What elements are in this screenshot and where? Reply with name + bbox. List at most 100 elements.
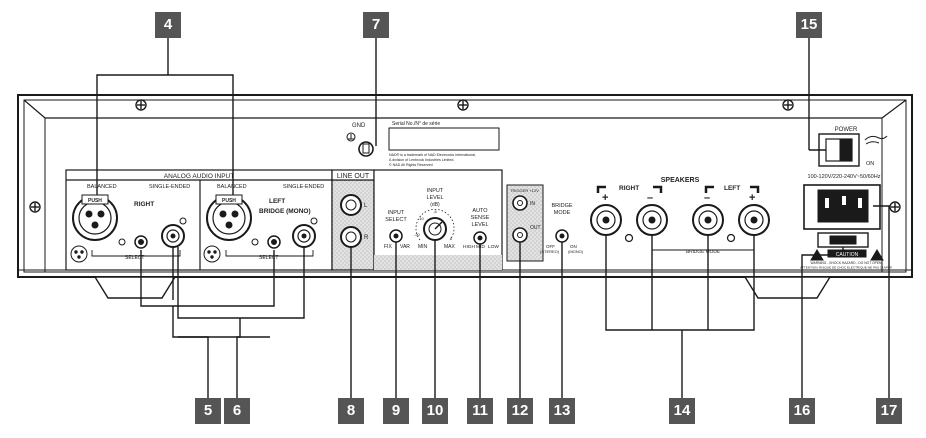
speakers-right-label: RIGHT bbox=[619, 185, 639, 192]
callout-11: 11 bbox=[467, 398, 493, 424]
leader-lines bbox=[96, 30, 890, 398]
input-level-title-2: LEVEL bbox=[426, 195, 443, 201]
caution-title: CAUTION bbox=[836, 252, 859, 258]
auto-sense-title-1: AUTO bbox=[472, 208, 488, 214]
gnd-label: GND bbox=[352, 123, 366, 129]
pin-diagram-icons bbox=[70, 245, 221, 263]
trigger-out: OUT bbox=[530, 225, 541, 231]
speaker-right-minus: – bbox=[647, 192, 653, 204]
input-select-title-2: SELECT bbox=[385, 217, 407, 223]
input-select-var: VAR bbox=[400, 244, 410, 250]
callout-7: 7 bbox=[363, 12, 389, 38]
speaker-right-plus: + bbox=[602, 192, 608, 204]
callout-6: 6 bbox=[224, 398, 250, 424]
callout-17: 17 bbox=[876, 398, 902, 424]
left-channel-label: LEFT bbox=[269, 198, 285, 205]
bridge-mode-switch bbox=[555, 229, 569, 243]
select-right-label: SELECT bbox=[125, 255, 144, 261]
legal-line-3: © NAD All Rights Reserved bbox=[389, 163, 433, 167]
input-select-title-1: INPUT bbox=[388, 210, 405, 216]
caution-warning: WARNING - SHOCK HAZARD - DO NOT OPEN bbox=[811, 261, 883, 265]
auto-sense-title-2: SENSE bbox=[471, 215, 490, 221]
balanced-right-label: BALANCED bbox=[87, 184, 117, 190]
callout-4: 4 bbox=[155, 12, 181, 38]
nad-logo-icon bbox=[864, 135, 888, 145]
ground-terminal bbox=[346, 132, 374, 157]
power-title: POWER bbox=[835, 127, 858, 133]
speaker-brackets bbox=[596, 185, 760, 193]
legal-line-2: A division of Lenbrook Industries Limite… bbox=[389, 158, 454, 162]
right-channel-label: RIGHT bbox=[134, 201, 154, 208]
single-ended-left-label: SINGLE-ENDED bbox=[283, 184, 324, 190]
fuse-holder bbox=[817, 232, 869, 248]
select-switches bbox=[118, 235, 281, 249]
callout-9: 9 bbox=[383, 398, 409, 424]
callout-12: 12 bbox=[507, 398, 533, 424]
callout-5: 5 bbox=[195, 398, 221, 424]
input-level-min: MIN bbox=[418, 244, 428, 250]
bridge-mode-on: ON bbox=[570, 244, 577, 249]
callout-16: 16 bbox=[789, 398, 815, 424]
serial-label-box bbox=[388, 127, 500, 151]
input-level-max: MAX bbox=[444, 244, 456, 250]
single-ended-right-label: SINGLE-ENDED bbox=[149, 184, 190, 190]
iec-power-inlet bbox=[803, 184, 881, 230]
input-level-tick-4: 0 bbox=[450, 236, 453, 241]
input-level-title-3: (dB) bbox=[430, 202, 440, 208]
bridge-mode-off: OFF bbox=[546, 244, 555, 249]
trigger-panel bbox=[506, 184, 544, 262]
screw-icons bbox=[29, 99, 901, 213]
line-out-panel bbox=[331, 169, 375, 271]
callout-13: 13 bbox=[549, 398, 575, 424]
auto-sense-title-3: LEVEL bbox=[471, 222, 488, 228]
auto-sense-high: HIGH bbox=[463, 244, 476, 250]
bridge-mode-title-2: MODE bbox=[554, 210, 571, 216]
callout-10: 10 bbox=[422, 398, 448, 424]
select-brackets bbox=[91, 250, 314, 257]
auto-sense-mid: MID bbox=[476, 244, 485, 250]
bridge-mode-speaker-label: BRIDGE MODE bbox=[686, 249, 720, 255]
speakers-title: SPEAKERS bbox=[661, 177, 700, 184]
callout-14: 14 bbox=[669, 398, 695, 424]
panel-labels: GND Serial No./N° de série NAD® is a tra… bbox=[87, 121, 893, 270]
legal-line-1: NAD® is a trademark of NAD Electronics I… bbox=[389, 153, 476, 157]
input-level-title-1: INPUT bbox=[427, 188, 444, 194]
bridge-mode-title-1: BRIDGE bbox=[551, 203, 572, 209]
input-level-tick-3: -20 bbox=[414, 232, 421, 237]
speaker-terminals bbox=[590, 204, 770, 243]
serial-number-label: Serial No./N° de série bbox=[392, 121, 440, 127]
controls-panel bbox=[373, 169, 503, 271]
trigger-title: TRIGGER +12V bbox=[510, 188, 539, 193]
xlr-left-connector bbox=[206, 194, 252, 241]
callout-15: 15 bbox=[796, 12, 822, 38]
input-level-tick-2: -10 bbox=[418, 216, 425, 221]
warning-icons bbox=[810, 249, 884, 261]
bridge-mono-label: BRIDGE (MONO) bbox=[259, 208, 311, 215]
line-out-l-label: L bbox=[364, 203, 368, 209]
push-right-label: PUSH bbox=[88, 198, 102, 204]
line-out-r-label: R bbox=[364, 235, 369, 241]
chassis-feet bbox=[93, 276, 832, 299]
power-switch bbox=[818, 133, 860, 167]
trigger-in: IN bbox=[530, 201, 535, 207]
callout-8: 8 bbox=[338, 398, 364, 424]
xlr-right-connector bbox=[72, 194, 118, 241]
input-select-fix: FIX bbox=[384, 244, 392, 250]
voltage-label: 100-120V/220-240V~50/60Hz bbox=[808, 174, 881, 180]
bridge-mode-bracket bbox=[651, 238, 755, 251]
input-level-tick-1: -6 bbox=[433, 209, 437, 214]
bridge-mode-mono: (MONO) bbox=[568, 249, 584, 254]
balanced-left-label: BALANCED bbox=[217, 184, 247, 190]
speakers-left-label: LEFT bbox=[724, 185, 740, 192]
speaker-left-plus: + bbox=[749, 192, 755, 204]
auto-sense-low: LOW bbox=[488, 244, 499, 250]
bridge-mode-stereo: (STEREO) bbox=[540, 249, 560, 254]
push-left-label: PUSH bbox=[222, 198, 236, 204]
select-left-label: SELECT bbox=[259, 255, 278, 261]
line-out-title: LINE OUT bbox=[337, 173, 370, 180]
power-on-label: ON bbox=[866, 161, 874, 167]
speaker-left-minus: – bbox=[704, 192, 710, 204]
caution-attention: ATTENTION: RISQUE DE CHOC ELECTRIQUE-NE … bbox=[800, 266, 892, 270]
